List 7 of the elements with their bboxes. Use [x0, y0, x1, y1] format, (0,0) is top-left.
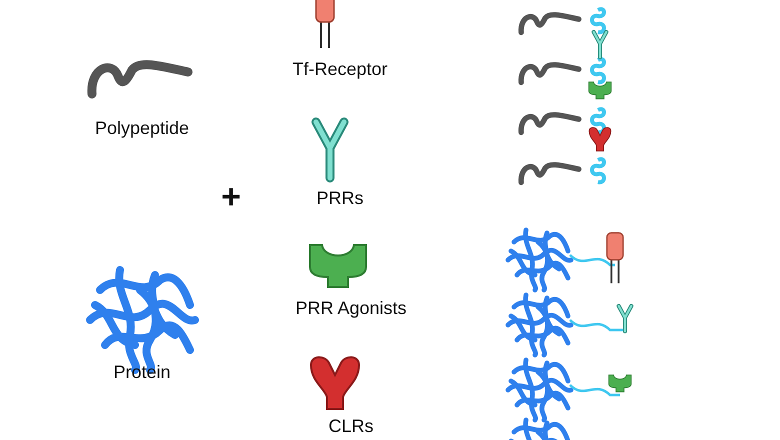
plus-sign: +	[221, 180, 241, 214]
molecule-label: Protein	[113, 361, 171, 383]
molecule-label: PRRs	[316, 187, 364, 209]
molecule-label: CLRs	[328, 415, 374, 437]
molecule-label: Tf-Receptor	[292, 58, 388, 80]
molecule-label: Polypeptide	[94, 117, 190, 139]
molecule-label: PRR Agonists	[295, 297, 407, 319]
